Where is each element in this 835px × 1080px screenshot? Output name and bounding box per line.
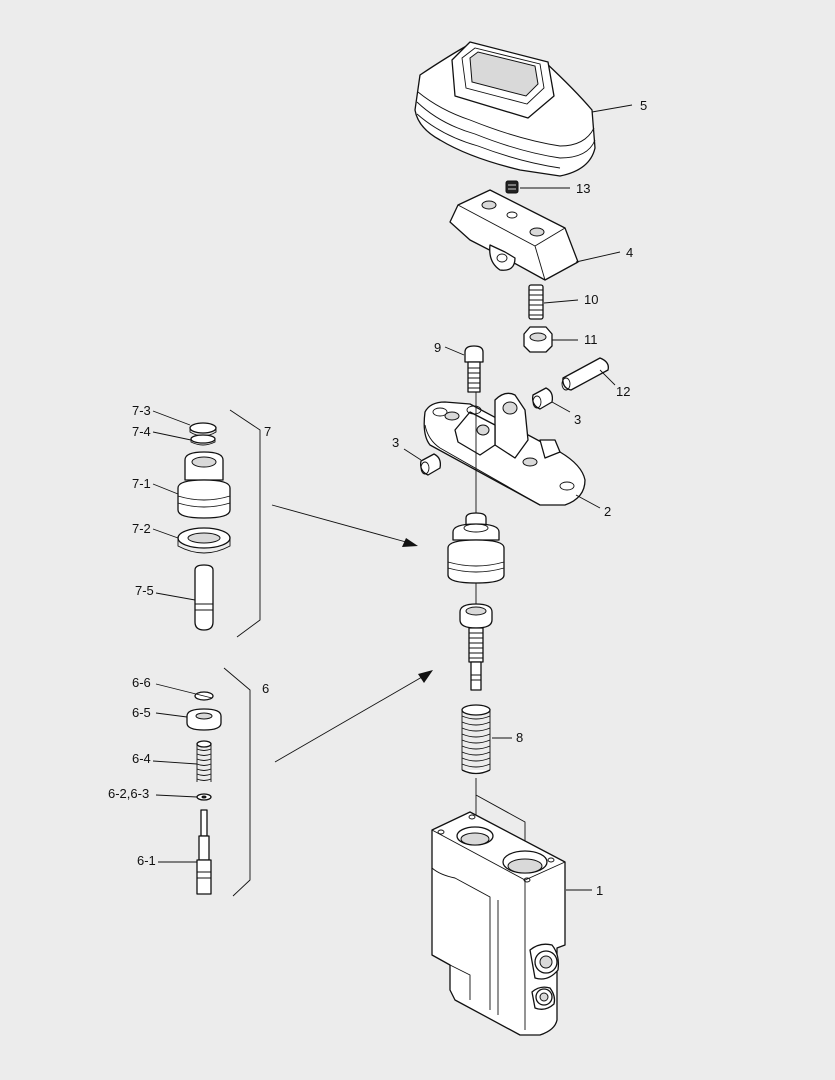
part-9-bolt <box>464 345 484 393</box>
leader-6-5 <box>155 712 188 718</box>
callout-11: 11 <box>584 332 598 347</box>
part-8-spring <box>461 704 491 775</box>
assembled-spool-6 <box>459 603 493 691</box>
callout-7-2: 7-2 <box>132 521 151 536</box>
callout-6-1: 6-1 <box>137 853 156 868</box>
part-5-boot <box>414 41 596 177</box>
part-10-stud <box>528 284 544 320</box>
arrow-group-7 <box>271 504 418 547</box>
callout-6: 6 <box>262 681 269 696</box>
part-4-lever-holder <box>449 189 579 281</box>
callout-6-6: 6-6 <box>132 675 151 690</box>
part-7-2-seal <box>177 527 231 554</box>
callout-10: 10 <box>584 292 598 307</box>
leader-7-4 <box>152 431 192 441</box>
part-3-bushing-right <box>532 387 554 410</box>
callout-7-3: 7-3 <box>132 403 151 418</box>
part-7-1-plug <box>177 451 231 519</box>
callout-12: 12 <box>616 384 630 399</box>
group-6-bracket <box>223 667 251 897</box>
callout-9: 9 <box>434 340 441 355</box>
leader-5 <box>591 104 633 113</box>
callout-3-right: 3 <box>574 412 581 427</box>
leader-7-1 <box>152 483 179 495</box>
callout-7-5: 7-5 <box>135 583 154 598</box>
callout-4: 4 <box>626 245 633 260</box>
callout-3-left: 3 <box>392 435 399 450</box>
part-6-6-clip <box>194 691 214 701</box>
callout-7-1: 7-1 <box>132 476 151 491</box>
part-7-5-push-rod <box>194 564 214 631</box>
leader-6-2-6-3 <box>155 794 198 798</box>
part-11-nut <box>523 326 553 353</box>
leader-7-5 <box>155 592 196 601</box>
part-6-4-spring <box>196 740 212 782</box>
part-2-base-plate <box>423 392 586 506</box>
arrow-group-6 <box>274 670 433 763</box>
group-7-bracket <box>229 409 261 638</box>
part-7-3-ring <box>189 422 217 437</box>
leader-3-right <box>551 401 571 413</box>
part-6-1-spool <box>196 809 212 895</box>
callout-7-4: 7-4 <box>132 424 151 439</box>
part-3-bushing-left <box>420 453 442 476</box>
part-6-5-seat <box>186 708 222 731</box>
callout-6-2-6-3: 6-2,6-3 <box>108 786 149 801</box>
part-12-pin <box>561 357 609 391</box>
leader-10 <box>543 299 579 304</box>
callout-7: 7 <box>264 424 271 439</box>
callout-2: 2 <box>604 504 611 519</box>
leader-4 <box>575 251 621 263</box>
callout-1: 1 <box>596 883 603 898</box>
callout-6-4: 6-4 <box>132 751 151 766</box>
leader-7-2 <box>152 528 179 539</box>
leader-12 <box>599 369 616 386</box>
part-6-2-6-3-washer <box>196 793 212 801</box>
part-1-valve-body <box>431 811 566 1036</box>
leader-7-3 <box>152 410 191 426</box>
callout-13: 13 <box>576 181 590 196</box>
callout-6-5: 6-5 <box>132 705 151 720</box>
assembled-push-rod-7 <box>447 512 505 584</box>
callout-5: 5 <box>640 98 647 113</box>
leader-3-left <box>403 448 422 461</box>
leader-6-4 <box>152 760 198 765</box>
leader-6-6 <box>155 683 197 695</box>
part-7-4-ring <box>190 434 216 446</box>
part-13-set-screw <box>505 180 519 194</box>
callout-8: 8 <box>516 730 523 745</box>
leader-9 <box>444 346 465 356</box>
leader-2 <box>575 494 601 509</box>
